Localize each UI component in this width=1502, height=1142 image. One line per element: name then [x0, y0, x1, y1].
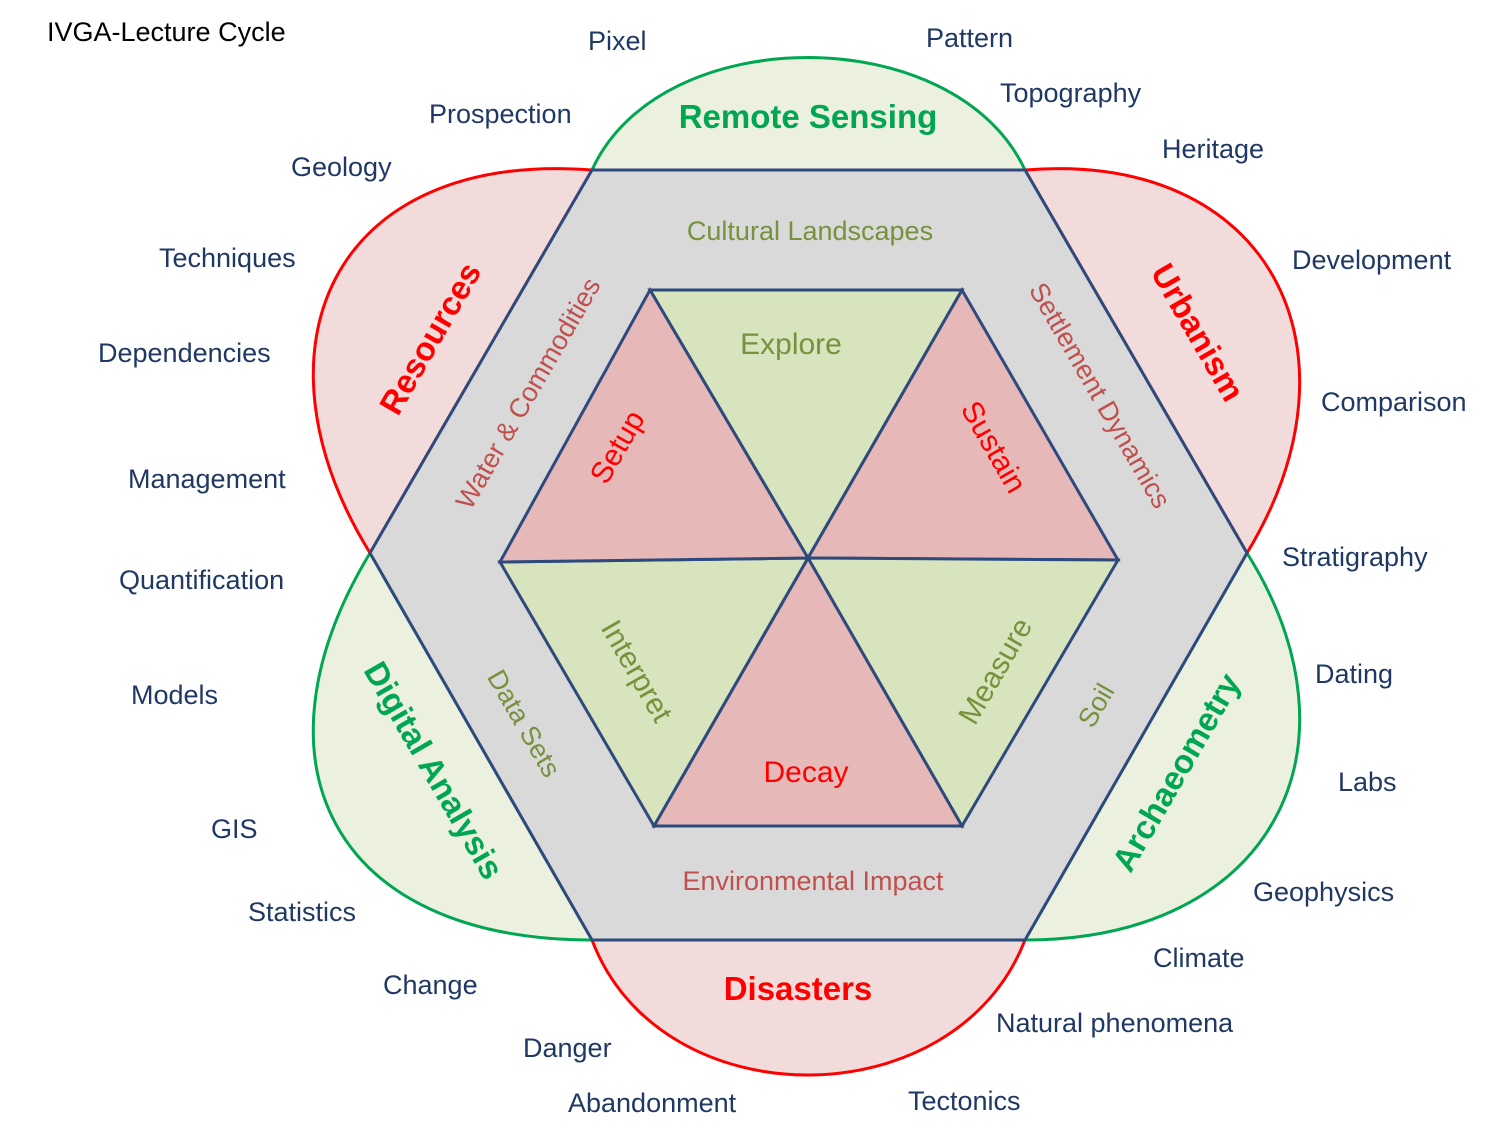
keyword-management: Management: [128, 464, 286, 494]
petal-resources: [311, 167, 595, 556]
petal-urbanism: [1022, 167, 1302, 556]
petal-label-disasters: Disasters: [724, 970, 873, 1007]
keyword-heritage: Heritage: [1162, 134, 1264, 164]
keyword-dependencies: Dependencies: [98, 338, 271, 368]
keyword-pixel: Pixel: [588, 26, 647, 56]
keyword-statistics: Statistics: [248, 897, 356, 927]
petal-label-remote-sensing: Remote Sensing: [679, 98, 938, 135]
petal-disasters: [589, 938, 1028, 1077]
keyword-quantification: Quantification: [119, 565, 284, 595]
petal-archaeometry: [1022, 550, 1302, 942]
keyword-dating: Dating: [1315, 659, 1393, 689]
keyword-climate: Climate: [1153, 943, 1245, 973]
keyword-comparison: Comparison: [1321, 387, 1467, 417]
keyword-labs: Labs: [1338, 767, 1397, 797]
diagram-title: IVGA-Lecture Cycle: [47, 17, 286, 47]
ring-label-cultural-landscapes: Cultural Landscapes: [687, 216, 933, 246]
keyword-models: Models: [131, 680, 218, 710]
keyword-natural-phenomena: Natural phenomena: [996, 1008, 1234, 1038]
keyword-tectonics: Tectonics: [908, 1086, 1021, 1116]
keyword-change: Change: [383, 970, 478, 1000]
keyword-geophysics: Geophysics: [1253, 877, 1394, 907]
keyword-danger: Danger: [523, 1033, 612, 1063]
ring-label-environmental-impact: Environmental Impact: [682, 866, 944, 896]
petal-digital-analysis: [311, 550, 595, 942]
keyword-prospection: Prospection: [429, 99, 572, 129]
keyword-geology: Geology: [291, 152, 392, 182]
keyword-development: Development: [1292, 245, 1452, 275]
keyword-stratigraphy: Stratigraphy: [1282, 542, 1428, 572]
triangle-label-explore: Explore: [740, 328, 842, 361]
triangle-setup: [497, 286, 811, 564]
petal-remote-sensing: [589, 56, 1028, 172]
keyword-techniques: Techniques: [159, 243, 296, 273]
keyword-pattern: Pattern: [926, 23, 1013, 53]
keyword-gis: GIS: [211, 814, 258, 844]
triangle-label-decay: Decay: [763, 756, 848, 789]
keyword-abandonment: Abandonment: [568, 1088, 737, 1118]
keyword-topography: Topography: [1000, 78, 1142, 108]
